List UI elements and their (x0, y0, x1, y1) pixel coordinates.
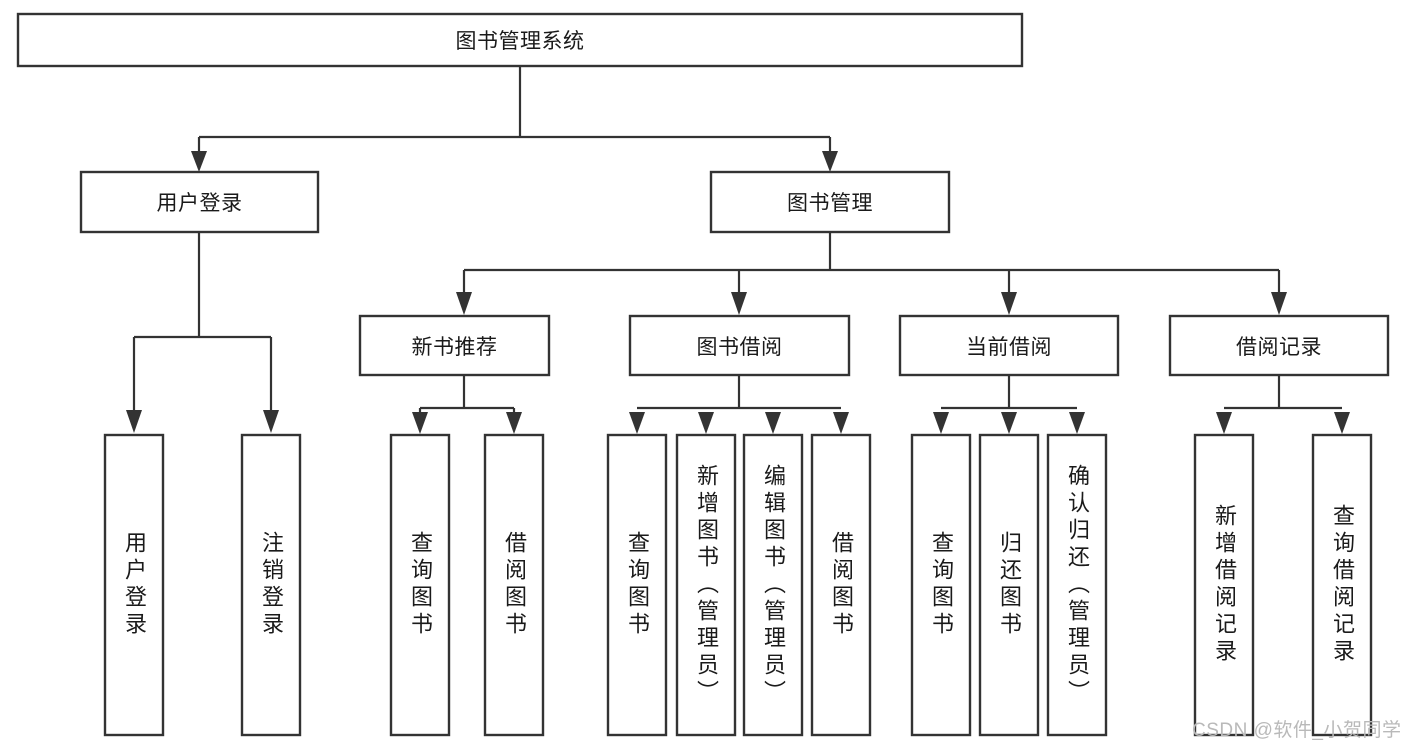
node-box-leaf-query-book-1[interactable] (389, 433, 451, 737)
arrow-head-leaf-query-book-1 (412, 412, 428, 434)
arrow-head-leaf-confirm-return (1069, 412, 1085, 434)
node-box-leaf-query-book-3[interactable] (910, 433, 972, 737)
node-box-book-management[interactable] (709, 170, 951, 234)
arrow-head-leaf-add-book (698, 412, 714, 434)
node-box-leaf-borrow-book-1[interactable] (483, 433, 545, 737)
arrow-head-leaf-borrow-book-2 (833, 412, 849, 434)
node-box-root[interactable] (16, 12, 1024, 68)
arrow-head-leaf-query-record (1334, 412, 1350, 434)
node-box-new-book-recommend[interactable] (358, 314, 551, 377)
arrow-head-leaf-return-book (1001, 412, 1017, 434)
node-box-leaf-logout-login[interactable] (240, 433, 302, 737)
connector-group-user-login (126, 232, 279, 433)
arrow-head-leaf-edit-book (765, 412, 781, 434)
node-box-leaf-add-book[interactable] (675, 433, 737, 737)
node-box-leaf-user-login[interactable] (103, 433, 165, 737)
arrow-head-userlogin (191, 151, 207, 172)
connector-group-new-book-recommend (412, 375, 522, 434)
connector-group-borrow-record (1216, 375, 1350, 434)
arrow-head-leaf-query-book-2 (629, 412, 645, 434)
arrow-head-leaf-query-book-3 (933, 412, 949, 434)
arrow-head-borrow-record (1271, 292, 1287, 315)
node-box-leaf-query-record[interactable] (1311, 433, 1373, 737)
arrow-head-leaf-add-record (1216, 412, 1232, 434)
node-box-leaf-query-book-2[interactable] (606, 433, 668, 737)
arrow-head-leaf-logout-login (263, 410, 279, 433)
node-box-leaf-return-book[interactable] (978, 433, 1040, 737)
connector-group-root (191, 66, 838, 172)
node-box-leaf-edit-book[interactable] (742, 433, 804, 737)
node-box-borrow-record[interactable] (1168, 314, 1390, 377)
arrow-head-bookmgmt (822, 151, 838, 172)
node-box-leaf-add-record[interactable] (1193, 433, 1255, 737)
arrow-head-new-book-recommend (456, 292, 472, 315)
arrow-head-leaf-user-login (126, 410, 142, 433)
node-box-book-borrow[interactable] (628, 314, 851, 377)
arrow-head-book-borrow (731, 292, 747, 315)
watermark-text: CSDN @软件_小贺同学 (1192, 720, 1402, 741)
node-box-leaf-confirm-return[interactable] (1046, 433, 1108, 737)
connector-group-book-management (456, 232, 1287, 315)
arrow-head-leaf-borrow-book-1 (506, 412, 522, 434)
node-box-user-login[interactable] (79, 170, 320, 234)
node-box-leaf-borrow-book-2[interactable] (810, 433, 872, 737)
connector-group-current-borrow (933, 375, 1085, 434)
arrow-head-current-borrow (1001, 292, 1017, 315)
connector-group-book-borrow (629, 375, 849, 434)
node-box-current-borrow[interactable] (898, 314, 1120, 377)
